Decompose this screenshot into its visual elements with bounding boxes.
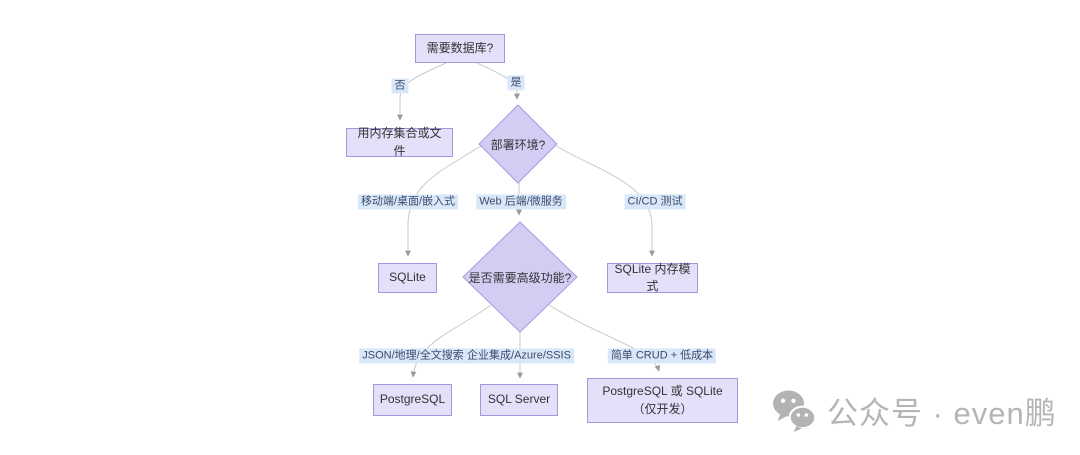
- node-sqlite: SQLite: [378, 263, 437, 293]
- edge-simple-crud: [548, 304, 661, 372]
- edge-mobile: [405, 145, 482, 257]
- edge-label-json-geo: JSON/地理/全文搜索: [359, 348, 467, 364]
- edge-cicd: [555, 145, 655, 257]
- node-sqlserver: SQL Server: [480, 384, 558, 416]
- edge-label-no: 否: [391, 78, 409, 94]
- edge-label-yes: 是: [507, 75, 525, 91]
- node-pg-or-sqlite-dev: PostgreSQL 或 SQLite（仅开发）: [587, 378, 738, 423]
- edge-json-geo: [410, 304, 492, 378]
- edge-no: [397, 62, 447, 121]
- decision-advanced-shape: [462, 221, 578, 333]
- decision-deploy-env-shape: [478, 104, 558, 184]
- node-sqlite-memory: SQLite 内存模式: [607, 262, 698, 293]
- edge-label-cicd: CI/CD 测试: [624, 194, 686, 210]
- watermark-text: 公众号 · even鹏: [827, 396, 1057, 431]
- wechat-icon: [773, 390, 816, 432]
- node-need-db: 需要数据库?: [415, 34, 505, 63]
- node-memory-file: 用内存集合或文件: [346, 126, 453, 158]
- watermark: 公众号 · even鹏: [772, 388, 1057, 433]
- edge-label-mobile: 移动端/桌面/嵌入式: [357, 194, 459, 210]
- edge-label-simple-crud: 简单 CRUD + 低成本: [607, 348, 717, 364]
- node-postgresql: PostgreSQL: [373, 384, 452, 416]
- edge-label-web: Web 后端/微服务: [476, 194, 566, 210]
- edge-label-enterprise: 企业集成/Azure/SSIS: [464, 348, 574, 364]
